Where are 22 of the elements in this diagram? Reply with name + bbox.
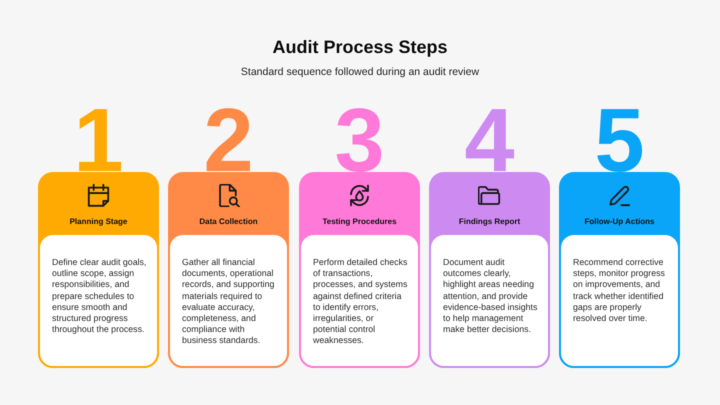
step-title: Data Collection bbox=[199, 217, 258, 226]
step-title: Findings Report bbox=[458, 217, 520, 226]
diagram-title: Audit Process Steps bbox=[272, 37, 448, 57]
step-number: 1 bbox=[73, 106, 124, 172]
step-description: Gather all financial documents, operational records, and supporting materials required to evaluate accuracy, completeness, and compliance with business standards. bbox=[182, 257, 276, 347]
step-description: Define clear audit goals, outline scope, assign responsibilities, and prepare schedules to ensure smooth and structured progress throughout the process. bbox=[52, 257, 147, 336]
description-panel bbox=[299, 233, 420, 368]
description-panel bbox=[559, 233, 680, 368]
description-panel bbox=[168, 233, 289, 368]
step-description: Document audit outcomes clearly, highlight areas needing attention, and provide evidence-based insights to help management make better decisions. bbox=[443, 257, 538, 336]
step-title: Planning Stage bbox=[70, 217, 128, 226]
step-description: Recommend corrective steps, monitor progress on improvements, and track whether identified gaps are properly resolved over time. bbox=[573, 257, 666, 324]
step-title: Testing Procedures bbox=[322, 217, 397, 226]
subtitle: Standard sequence followed during an audit review bbox=[240, 66, 480, 78]
step-number: 5 bbox=[594, 106, 645, 172]
step-number: 2 bbox=[203, 106, 254, 172]
description-panel bbox=[429, 233, 550, 368]
step-number: 3 bbox=[334, 106, 385, 172]
step-description: Perform detailed checks of transactions, processes, and systems against defined criteria to identify errors, irregularities, or potential control weaknesses. bbox=[313, 257, 408, 347]
step-title: Follow-Up Actions bbox=[584, 217, 654, 226]
description-panel bbox=[38, 233, 159, 368]
step-number: 4 bbox=[464, 106, 515, 172]
